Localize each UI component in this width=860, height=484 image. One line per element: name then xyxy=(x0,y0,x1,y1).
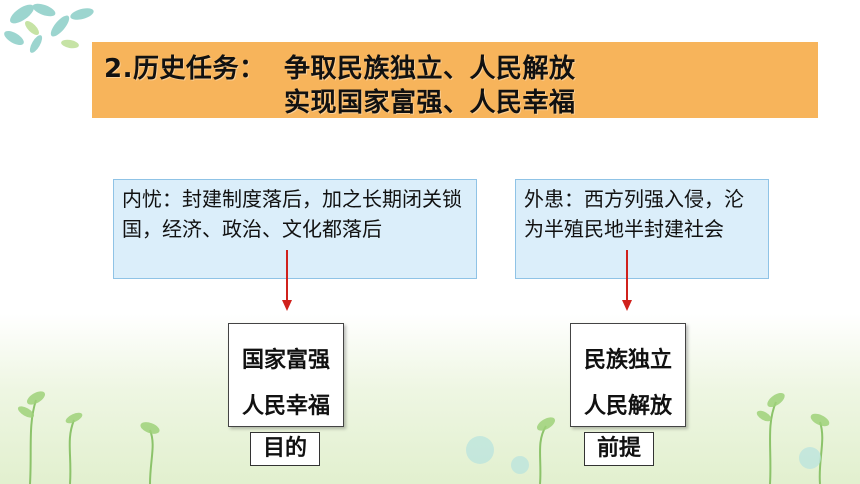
leaf-decoration-icon xyxy=(4,3,94,53)
premise-tag: 前提 xyxy=(584,432,654,466)
internal-trouble-box: 内忧：封建制度落后，加之长期闭关锁国，经济、政治、文化都落后 xyxy=(113,179,477,279)
goal-line-happiness: 人民幸福 xyxy=(241,394,330,419)
background-meadow xyxy=(0,314,860,484)
left-down-arrow-icon xyxy=(282,250,292,311)
external-trouble-text: 外患：西方列强入侵，沦为半殖民地半封建社会 xyxy=(524,187,744,241)
title-banner: 2.历史任务： 争取民族独立、人民解放 实现国家富强、人民幸福 xyxy=(92,42,818,118)
title-line-2: 实现国家富强、人民幸福 xyxy=(284,88,576,118)
external-trouble-box: 外患：西方列强入侵，沦为半殖民地半封建社会 xyxy=(515,179,769,279)
goal-line-independence: 民族独立 xyxy=(583,348,672,373)
goal-line-liberation: 人民解放 xyxy=(583,394,672,419)
purpose-tag: 目的 xyxy=(250,432,320,466)
prosperity-goal-box: 国家富强 人民幸福 xyxy=(228,323,344,427)
title-line-1: 争取民族独立、人民解放 xyxy=(284,54,576,84)
title-prefix: 2.历史任务： xyxy=(104,54,266,84)
independence-goal-box: 民族独立 人民解放 xyxy=(570,323,686,427)
sprouts-decoration-icon xyxy=(17,391,830,484)
goal-line-prosperity: 国家富强 xyxy=(241,348,330,373)
right-down-arrow-icon xyxy=(622,250,632,311)
internal-trouble-text: 内忧：封建制度落后，加之长期闭关锁国，经济、政治、文化都落后 xyxy=(122,187,462,241)
